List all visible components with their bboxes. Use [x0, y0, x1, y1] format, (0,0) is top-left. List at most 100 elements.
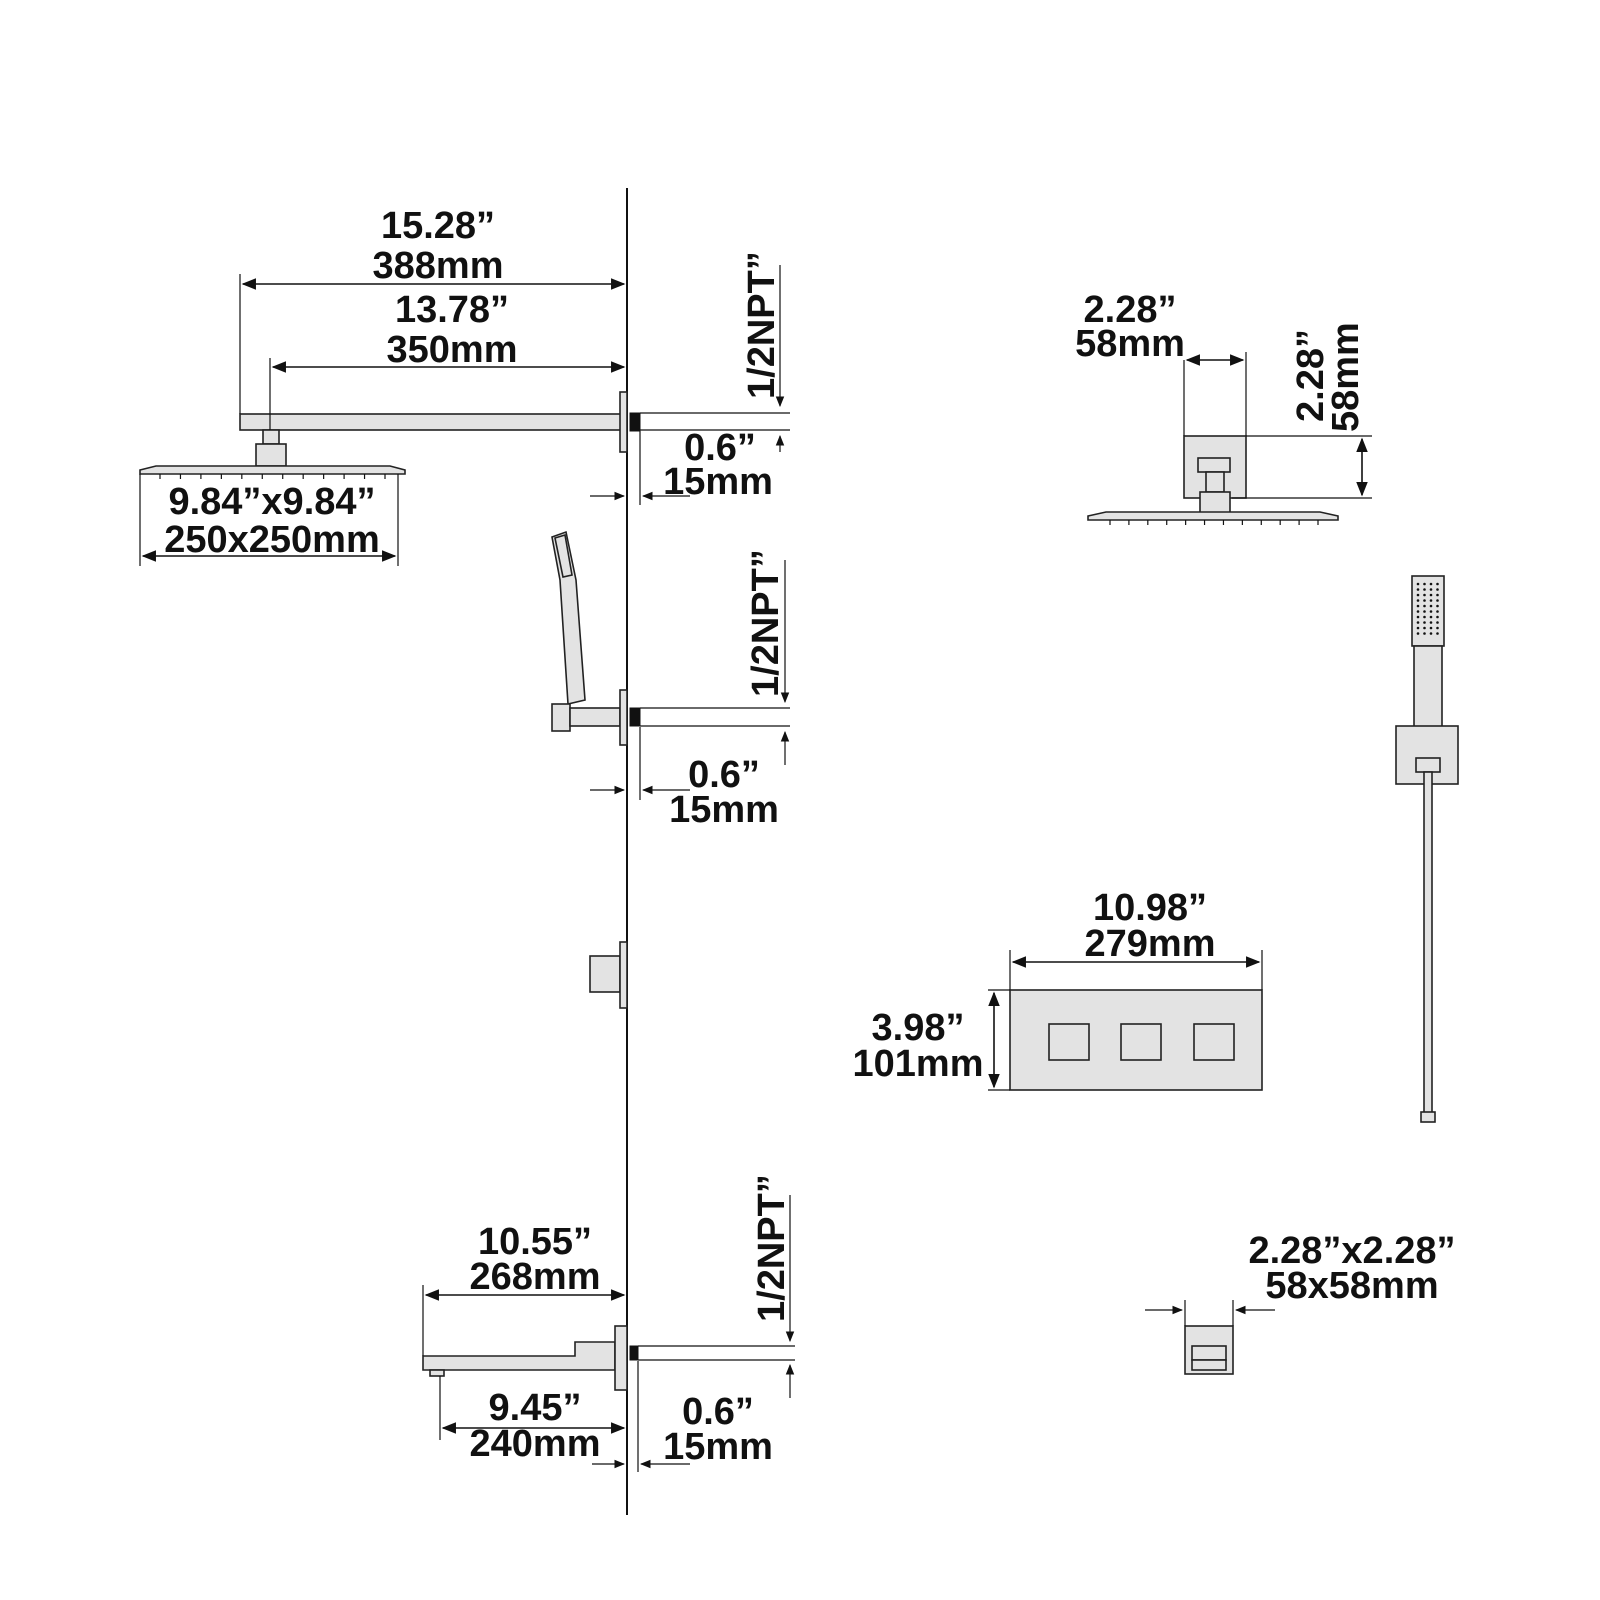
valve-side-view [589, 941, 628, 1009]
spray-dot [1429, 604, 1433, 608]
spout-total-inch-label: 10.55” [478, 1221, 592, 1263]
spray-dot [1429, 626, 1433, 630]
spray-dot [1416, 604, 1420, 608]
rain-head-inch-label: 9.84”x9.84” [168, 481, 375, 523]
hand-thread-label: 1/2NPT” [745, 549, 787, 697]
spray-dot [1423, 621, 1426, 624]
spout-offset-mm-label: 15mm [663, 1426, 773, 1468]
dimension-spout-thread: 1/2NPT” [751, 1174, 795, 1398]
rain-head-mm-label: 250x250mm [164, 519, 380, 561]
spout-total-mm-label: 268mm [470, 1256, 601, 1298]
spray-dot [1423, 632, 1426, 635]
spray-dot [1436, 632, 1439, 635]
valve-width-mm-label: 279mm [1085, 923, 1216, 965]
dimension-connector-width: 2.28” 58mm [1075, 289, 1247, 436]
connector-height-mm-label: 58mm [1325, 322, 1367, 432]
spray-dot [1436, 604, 1439, 608]
rain-head-nozzles [159, 474, 386, 479]
spout-thread-label: 1/2NPT” [751, 1174, 793, 1322]
spray-dot [1429, 593, 1433, 597]
hand-shower-holder [551, 530, 586, 705]
spray-dot [1416, 610, 1420, 613]
arm-offset-mm-label: 15mm [663, 461, 773, 503]
shower-arm-flange [619, 391, 628, 453]
spray-dot [1423, 599, 1426, 602]
dimension-arm-offset: 0.6” 15mm [590, 427, 773, 505]
dimension-hand-thread: 1/2NPT” [745, 549, 790, 765]
spout-length-inch-label: 9.45” [489, 1387, 582, 1429]
hand-offset-mm-label: 15mm [669, 789, 779, 831]
spray-dot [1416, 588, 1420, 591]
connector-width-mm-label: 58mm [1075, 323, 1185, 365]
spray-dot [1416, 599, 1420, 602]
spray-dot [1423, 615, 1426, 619]
dimension-spout-length: 9.45” 240mm [439, 1376, 626, 1465]
connector-height-inch-label: 2.28” [1290, 329, 1332, 422]
shower-arm-thread-block [629, 412, 641, 432]
spray-dot [1416, 615, 1420, 619]
spray-dot [1436, 610, 1439, 613]
dimension-arm-total: 15.28” 388mm [239, 205, 626, 414]
valve-width-inch-label: 10.98” [1093, 887, 1207, 929]
hand-shower-hose [1423, 771, 1433, 1121]
dimension-valve-width: 10.98” 279mm [1009, 887, 1263, 990]
rain-head-connector [262, 429, 280, 445]
head-connector-detail [1087, 435, 1339, 525]
spray-dot [1436, 626, 1439, 630]
spray-dot [1436, 615, 1439, 619]
dimension-hand-offset: 0.6” 15mm [590, 727, 779, 831]
spray-dot [1436, 582, 1439, 586]
hand-shower [1395, 575, 1459, 1123]
elbow-mm-label: 58x58mm [1265, 1265, 1438, 1307]
hand-shower-flange [619, 689, 628, 746]
arm-thread-label: 1/2NPT” [741, 251, 783, 399]
dimension-spout-offset: 0.6” 15mm [592, 1361, 773, 1472]
valve-height-mm-label: 101mm [853, 1043, 984, 1085]
hand-shower-outlet-assembly [551, 530, 790, 746]
tub-spout [422, 1341, 616, 1371]
spray-dot [1429, 632, 1433, 635]
spray-dot [1429, 588, 1433, 591]
spray-dot [1436, 599, 1439, 602]
spray-dot [1423, 626, 1426, 630]
dimension-spout-total: 10.55” 268mm [422, 1221, 626, 1356]
dimension-arm-length: 13.78” 350mm [269, 289, 626, 430]
arm-length-mm-label: 350mm [387, 329, 518, 371]
elbow-inch-label: 2.28”x2.28” [1248, 1230, 1455, 1272]
valve-plate [1009, 989, 1263, 1091]
dimension-connector-height: 2.28” 58mm [1232, 322, 1372, 499]
dimension-arm-thread: 1/2NPT” [741, 251, 785, 452]
valve-button-2 [1120, 1023, 1162, 1061]
spray-dot [1423, 610, 1426, 613]
spout-length-mm-label: 240mm [470, 1423, 601, 1465]
spout-offset-inch-label: 0.6” [682, 1391, 754, 1433]
arm-total-inch-label: 15.28” [381, 205, 495, 247]
spray-dot [1429, 610, 1433, 613]
shower-arm-assembly [139, 391, 790, 479]
spray-dot [1429, 599, 1433, 602]
arm-offset-inch-label: 0.6” [684, 427, 756, 469]
arm-length-inch-label: 13.78” [395, 289, 509, 331]
rain-head [139, 465, 406, 475]
spray-dot [1429, 615, 1433, 619]
spray-dot [1423, 582, 1426, 586]
spray-dot [1436, 621, 1439, 624]
dimension-elbow-size: 2.28”x2.28” 58x58mm [1145, 1230, 1456, 1326]
spray-dot [1423, 593, 1426, 597]
head-connector-rain-head [1087, 511, 1339, 521]
spray-dot [1436, 593, 1439, 597]
spray-dot [1429, 582, 1433, 586]
elbow-outlet [1184, 1325, 1234, 1375]
spray-dot [1416, 626, 1420, 630]
valve-button-3 [1193, 1023, 1235, 1061]
tub-spout-assembly [422, 1325, 795, 1391]
dimension-valve-height: 3.98” 101mm [853, 989, 1010, 1091]
hand-offset-inch-label: 0.6” [688, 754, 760, 796]
spray-dot [1429, 621, 1433, 624]
hand-shower-bracket [551, 703, 571, 732]
spray-dot [1416, 621, 1420, 624]
spray-dot [1416, 582, 1420, 586]
valve-height-inch-label: 3.98” [872, 1007, 965, 1049]
tub-spout-flange [614, 1325, 628, 1391]
